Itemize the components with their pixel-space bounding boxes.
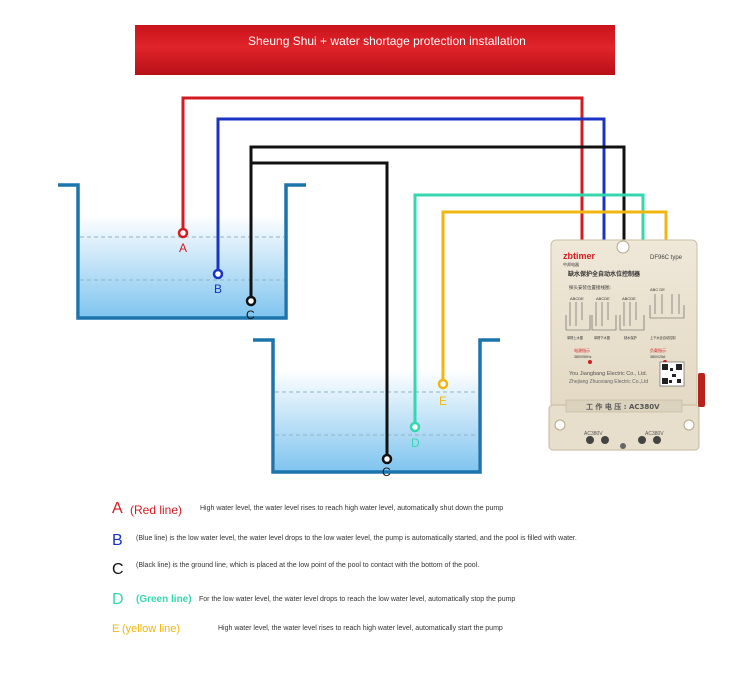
terminal-letters-2: ABCDE: [596, 296, 610, 301]
probe-label-a: A: [179, 241, 187, 255]
wire-black-upper: [249, 145, 626, 301]
mode-label-3: 缺水保护: [624, 335, 637, 340]
legend-name-e-letter: E: [112, 623, 120, 635]
legend-desc-c: (Black line) is the ground line, which i…: [136, 562, 480, 569]
mode-label-4: 上下水全自动控制: [650, 335, 676, 340]
voltage-plate: [565, 399, 683, 413]
mount-hole-top: [616, 240, 630, 254]
power-led: [588, 360, 592, 364]
probe-label-c-lower: C: [382, 465, 391, 479]
mini-tank-diagrams: [565, 294, 685, 331]
terminal-screw-center: [620, 443, 626, 449]
legend-name-d: (Green line): [136, 594, 192, 605]
brand-cn: 中邦电器: [563, 261, 579, 267]
wire-black-lower: [251, 161, 389, 459]
terminal-screw-3: [638, 436, 646, 444]
probe-a: [177, 227, 189, 239]
banner-title: Sheung Shui + water shortage protection …: [248, 34, 526, 48]
probe-label-d: D: [411, 436, 420, 450]
terminal-letters-1: ABCDE: [570, 296, 584, 301]
legend-item-e: E (yellow line) High water level, the wa…: [112, 621, 632, 643]
probe-b: [212, 268, 224, 280]
side-switch: [698, 373, 705, 407]
company-name: You Jiangbang Electric Co., Ltd.: [569, 371, 648, 377]
terminal-screw-4: [653, 436, 661, 444]
probe-label-e: E: [439, 394, 447, 408]
lower-tank: [253, 338, 500, 474]
ac-label-right: AC380V: [645, 431, 664, 437]
legend-desc-b: (Blue line) is the low water level, the …: [136, 535, 577, 542]
model-label: DF96C type: [650, 255, 683, 261]
power-indicator-label: 电源指示: [574, 347, 590, 353]
voltage-label: 工 作 电 压 : AC380V: [586, 402, 660, 411]
legend-desc-a: High water level, the water level rises …: [200, 505, 504, 512]
terminal-letters-3: ABCDE: [622, 296, 636, 301]
load-indicator-spec: 380V/25A: [650, 355, 666, 359]
wire-yellow: [441, 210, 668, 384]
probe-d: [409, 421, 421, 433]
probe-e: [437, 378, 449, 390]
probe-label-b: B: [214, 282, 222, 296]
controller-title: 缺水保护全自动水位控制器: [568, 270, 641, 278]
legend-desc-e: High water level, the water level rises …: [218, 625, 503, 632]
terminal-screw-1: [586, 436, 594, 444]
upper-tank-wall: [58, 183, 306, 320]
controller-device: zbtimer 中邦电器 DF96C type 缺水保护全自动水位控制器 探头安…: [548, 239, 705, 451]
probe-label-c-upper: C: [246, 308, 255, 322]
terminal-letters-4: ABC DE: [650, 287, 665, 292]
legend-letter-d: D: [112, 591, 124, 608]
wiring-diagram: A B C C D E zbtimer 中邦电器 DF96C type 缺水保护…: [58, 96, 705, 479]
wire-blue: [216, 117, 606, 274]
legend-name-a: (Red line): [130, 503, 183, 517]
company-sub: Zhejiang Zhuoxiang Electric Co.,Ltd: [569, 379, 648, 385]
legend-letter-b: B: [112, 532, 123, 549]
terminal-screw-2: [601, 436, 609, 444]
legend-letter-a: A: [112, 500, 123, 517]
legend-name-e: (yellow line): [122, 623, 181, 635]
power-indicator-spec: 380V/50Hz: [574, 355, 592, 359]
legend-item-d: D (Green line) For the low water level, …: [112, 591, 632, 613]
mount-hole-right: [683, 419, 695, 431]
mode-label-2: 单槽下水图: [594, 335, 610, 340]
wire-red: [181, 96, 584, 248]
probe-c-upper: [245, 295, 257, 307]
legend-item-a: A (Red line) High water level, the water…: [112, 500, 632, 522]
probe-c-lower: [381, 453, 393, 465]
legend-item-c: C (Black line) is the ground line, which…: [112, 561, 632, 587]
lower-tank-wall: [253, 338, 500, 474]
legend-desc-d: For the low water level, the water level…: [199, 596, 516, 603]
mode-label-1: 单槽上水图: [567, 335, 583, 340]
ac-label-left: AC380V: [584, 431, 603, 437]
wiring-subtitle: 探头安装位置接线图:: [569, 284, 611, 291]
wire-green: [413, 193, 645, 427]
qr-code: [659, 361, 685, 387]
legend-item-b: B (Blue line) is the low water level, th…: [112, 532, 632, 554]
load-indicator-label: 负载指示: [650, 347, 666, 353]
legend-letter-c: C: [112, 561, 124, 578]
brand-logo: zbtimer: [563, 251, 596, 261]
title-banner: Sheung Shui + water shortage protection …: [135, 25, 615, 75]
mount-hole-left: [554, 419, 566, 431]
